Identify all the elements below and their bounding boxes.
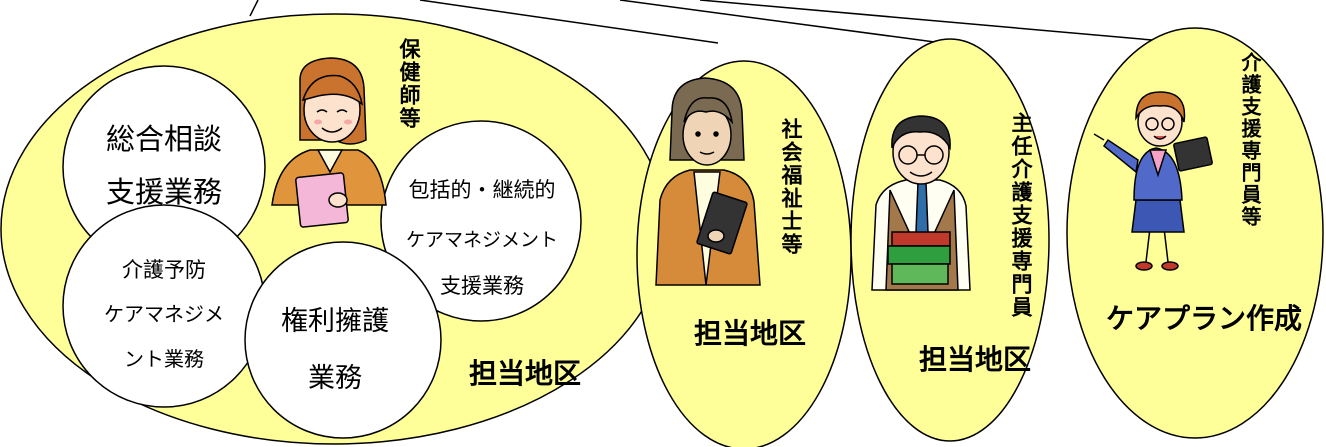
rights-circle	[244, 241, 442, 439]
social-worker-region-label: 担当地区	[693, 317, 806, 350]
prevention-line3: ント業務	[124, 347, 204, 371]
care-management-line3: 支援業務	[440, 274, 524, 298]
rights-line1: 権利擁護	[281, 306, 389, 337]
chief-care-manager-label: 主任介護支援専門員	[1009, 112, 1033, 319]
connector-line	[699, 0, 1153, 41]
social-worker-label: 社会福祉士等	[779, 118, 803, 256]
connector-line	[249, 0, 259, 17]
prevention-line1: 介護予防	[122, 258, 206, 282]
general-consultation-line1: 総合相談	[105, 122, 222, 156]
rights-line2: 業務	[308, 363, 362, 394]
care-plan-label: ケアプラン作成	[1105, 302, 1302, 335]
connector-lines	[249, 0, 1153, 44]
woman-pointing-icon	[1093, 91, 1213, 271]
care-management-circle	[380, 120, 582, 322]
connector-line	[419, 0, 719, 44]
main-region-label: 担当地区	[468, 357, 581, 390]
care-management-line1: 包括的・継続的	[408, 178, 556, 202]
man-with-books-icon	[871, 115, 971, 291]
man-with-folder-icon	[655, 77, 761, 286]
woman-with-folder-icon	[271, 57, 387, 228]
connector-line	[619, 0, 943, 44]
care-manager-label: 介護支援専門員等	[1238, 52, 1262, 228]
chief-care-manager-region-label: 担当地区	[918, 343, 1031, 376]
care-manager-ellipse	[1066, 27, 1324, 439]
care-management-line2: ケアマネジメント	[405, 229, 558, 251]
general-consultation-line2: 支援業務	[105, 175, 222, 209]
prevention-line2: ケアマネジメ	[104, 302, 224, 326]
public-health-nurse-label: 保健師等	[397, 38, 421, 130]
